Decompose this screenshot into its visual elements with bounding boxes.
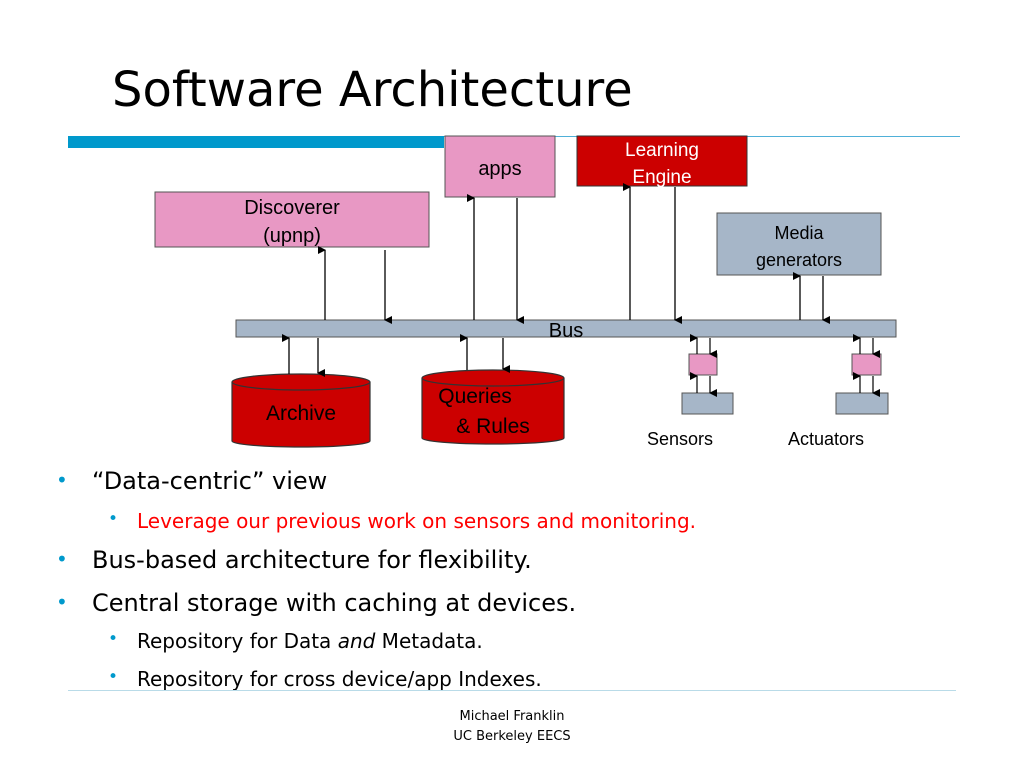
bus-bar <box>235 319 897 338</box>
bullet-text: Bus-based architecture for flexibility. <box>92 546 532 574</box>
bullet-data-centric: • “Data-centric” view <box>56 467 328 495</box>
apps-label: apps <box>478 158 521 180</box>
bullet-text: “Data-centric” view <box>92 467 328 495</box>
bullet-bus-based: • Bus-based architecture for flexibility… <box>56 546 532 574</box>
sensors-label: Sensors <box>647 429 713 449</box>
bullet-text: Leverage our previous work on sensors an… <box>137 509 697 533</box>
queries-rules-label-line2: & Rules <box>456 415 530 438</box>
bullet-glyph: • <box>56 547 68 571</box>
discoverer-label-line2: (upnp) <box>263 225 321 247</box>
actuator-device-box <box>835 392 889 415</box>
slide-title: Software Architecture <box>112 62 633 118</box>
media-generators-label-line2: generators <box>756 250 842 270</box>
bullet-central-storage: • Central storage with caching at device… <box>56 589 577 617</box>
bullet-repo-indexes: • Repository for cross device/app Indexe… <box>108 667 542 691</box>
bullet-repo-data: • Repository for Data and Metadata. <box>108 629 483 653</box>
bullet-text-part3: Metadata. <box>375 629 483 653</box>
bullet-text: Repository for cross device/app Indexes. <box>137 667 542 691</box>
footer-author: Michael Franklin <box>459 709 565 724</box>
discoverer-label-line1: Discoverer <box>244 197 340 219</box>
bullet-text-part1: Repository for Data <box>137 629 338 653</box>
footer-affiliation: UC Berkeley EECS <box>453 729 571 744</box>
bus-label: Bus <box>549 320 583 342</box>
apps-box <box>444 135 556 198</box>
bullet-text-emphasis: and <box>337 629 376 653</box>
bullet-glyph: • <box>56 590 68 614</box>
actuator-arrows <box>853 334 880 397</box>
archive-label: Archive <box>266 402 336 425</box>
sensor-device-box <box>681 392 734 415</box>
queries-rules-cylinder <box>421 369 565 445</box>
learning-engine-box <box>576 135 748 187</box>
discoverer-box <box>154 191 430 248</box>
title-accent-bar <box>68 136 444 148</box>
sensor-arrows <box>690 334 717 397</box>
actuator-adapter-box <box>851 353 882 376</box>
media-generators-label-line1: Media <box>774 223 824 243</box>
learning-engine-label-line2: Engine <box>632 167 691 188</box>
actuators-label: Actuators <box>788 429 864 449</box>
learning-engine-label-line1: Learning <box>625 140 699 161</box>
bullet-glyph: • <box>108 509 119 529</box>
footer: Michael Franklin UC Berkeley EECS <box>412 707 612 747</box>
bullet-leverage: • Leverage our previous work on sensors … <box>108 509 697 533</box>
bullet-glyph: • <box>108 667 119 687</box>
queries-rules-label-line1: Queries <box>438 385 512 408</box>
footer-divider <box>68 690 956 691</box>
media-generators-box <box>716 212 882 276</box>
top-arrows <box>318 183 830 324</box>
bullet-glyph: • <box>56 468 68 492</box>
bullet-glyph: • <box>108 629 119 649</box>
storage-arrows <box>282 334 510 377</box>
bullet-text: Central storage with caching at devices. <box>92 589 577 617</box>
sensor-adapter-box <box>688 353 718 376</box>
archive-cylinder <box>231 373 371 448</box>
